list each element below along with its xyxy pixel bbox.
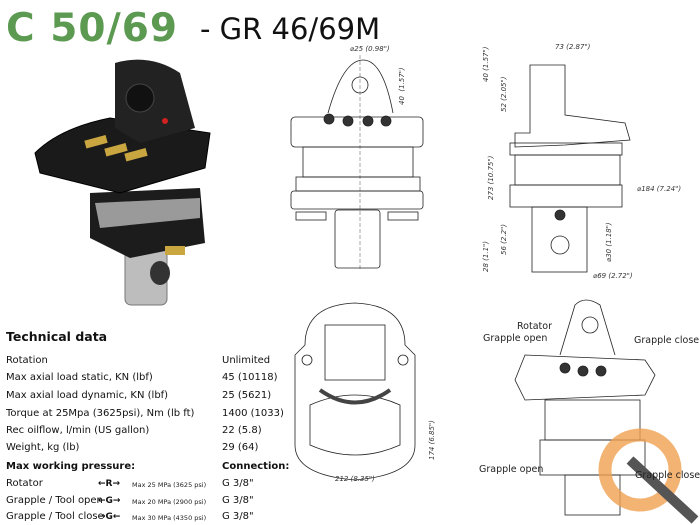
dim-value: (1.57"): [398, 67, 406, 92]
dim-body-diameter: ⌀184 (7.24"): [637, 185, 682, 193]
label-grapple-close-top: Grapple close: [634, 335, 700, 346]
dim-bottom-height: 174 (6.85"): [428, 420, 436, 460]
dim-28: 28 (1.1"): [482, 241, 490, 272]
technical-data-heading: Technical data: [6, 329, 108, 344]
dim-value: (1.18"): [605, 222, 613, 247]
spec-value: 29 (64): [222, 442, 259, 453]
connection-value: G 3/8": [222, 495, 254, 506]
port-symbol: ←R→: [98, 479, 121, 489]
spec-label: Max axial load static, KN (lbf): [6, 372, 153, 383]
pressure-value: Max 20 MPa (2900 psi): [132, 498, 207, 506]
spec-value: Unlimited: [222, 355, 271, 366]
dim-pin-diameter: ⌀25 (0.98"): [350, 45, 390, 53]
pressure-value: Max 25 MPa (3625 psi): [132, 481, 207, 489]
pressure-label: Grapple / Tool close: [6, 511, 104, 522]
dim-shaft-diameter: ⌀69 (2.72"): [593, 272, 633, 280]
dim-bottom-width: 212 (8.35"): [335, 475, 375, 483]
spec-label: Weight, kg (lb): [6, 442, 80, 453]
label-grapple-open-top: Grapple open: [483, 333, 548, 344]
spec-value: 22 (5.8): [222, 425, 262, 436]
pressure-label: Rotator: [6, 478, 43, 489]
label-rotator: Rotator: [517, 321, 552, 332]
dim-value: 40: [482, 73, 490, 82]
dim-56: 56 (2.2"): [500, 224, 508, 255]
dim-value: 25: [354, 45, 364, 53]
dim-value: 40: [398, 96, 406, 105]
dim-top-40: 40 (1.57"): [482, 47, 490, 82]
dim-value: 56: [500, 246, 508, 255]
front-view-drawing: [290, 55, 424, 270]
port-symbol: →G←: [98, 512, 121, 522]
dim-value: (1.1"): [482, 241, 490, 261]
dim-value: (2.05"): [500, 76, 508, 101]
dim-value: 69 (2.72"): [597, 272, 633, 280]
pressure-value: Max 30 MPa (4350 psi): [132, 514, 207, 522]
dim-width-top: 73 (2.87"): [555, 43, 591, 51]
dim-value: 28: [482, 263, 490, 272]
spec-label: Rec oilflow, l/min (US gallon): [6, 425, 150, 436]
spec-value: 1400 (1033): [222, 408, 284, 419]
pressure-heading: Max working pressure:: [6, 461, 136, 472]
bottom-view-drawing: [294, 302, 416, 481]
dim-value: (2.2"): [500, 224, 508, 244]
connection-value: G 3/8": [222, 478, 254, 489]
label-grapple-open-bottom: Grapple open: [479, 464, 544, 475]
spec-value: 45 (10118): [222, 372, 278, 383]
connection-value: G 3/8": [222, 511, 254, 522]
dim-total-height: 273 (10.75"): [487, 155, 495, 200]
dim-value: 30: [605, 248, 613, 258]
dim-hole-diameter: ⌀30 (1.18"): [605, 222, 613, 262]
pressure-label: Grapple / Tool open: [6, 495, 103, 506]
model-variant: - GR 46/69M: [200, 12, 381, 46]
side-view-drawing: [509, 64, 631, 273]
model-title: C 50/69: [6, 6, 178, 51]
label-grapple-close-bottom: Grapple close: [635, 470, 700, 481]
dim-pin-height: 40 (1.57"): [398, 67, 406, 105]
product-photo: [34, 59, 211, 306]
dim-value: (1.57"): [482, 46, 490, 71]
spec-label: Torque at 25Mpa (3625psi), Nm (lb ft): [6, 408, 195, 419]
dim-value: 184 (7.24"): [641, 185, 682, 193]
port-symbol: ←G→: [98, 496, 121, 506]
dim-value: 52: [500, 103, 508, 112]
perspective-drawing: [514, 299, 699, 524]
spec-value: 25 (5621): [222, 390, 272, 401]
dim-value: (0.98"): [365, 45, 390, 53]
dim-52: 52 (2.05"): [500, 77, 508, 112]
connection-heading: Connection:: [222, 461, 290, 472]
spec-label: Max axial load dynamic, KN (lbf): [6, 390, 169, 401]
spec-label: Rotation: [6, 355, 48, 366]
